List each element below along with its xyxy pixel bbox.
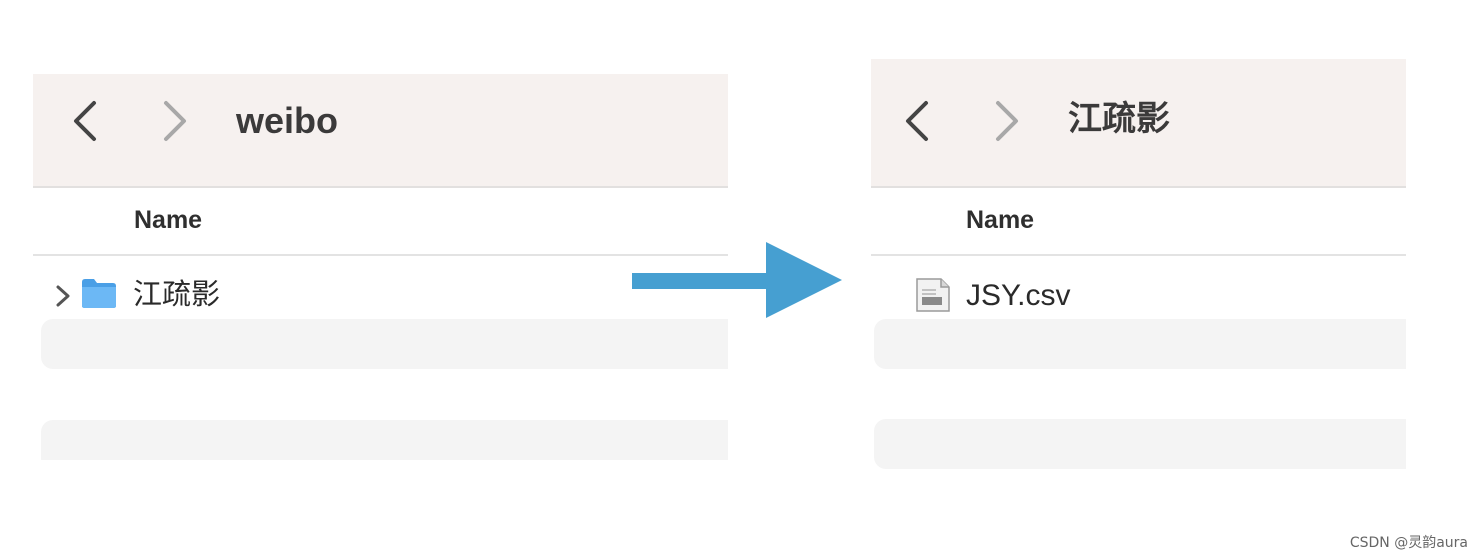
window-title: weibo bbox=[236, 100, 339, 141]
folder-name: 江疏影 bbox=[133, 277, 221, 311]
name-column-header[interactable]: Name bbox=[966, 206, 1035, 234]
list-stripe bbox=[41, 319, 728, 369]
window-toolbar: 江疏影 bbox=[871, 59, 1406, 188]
file-name: JSY.csv bbox=[966, 279, 1071, 312]
watermark: CSDN @灵韵aura bbox=[1349, 535, 1468, 551]
column-header-bar: Name bbox=[871, 188, 1406, 256]
column-header-bar: Name bbox=[33, 188, 728, 256]
chevron-right-icon bbox=[164, 101, 186, 141]
finder-window-jiangshuying: 江疏影 Name JSY.csv bbox=[871, 59, 1406, 470]
list-stripe bbox=[874, 419, 1406, 469]
disclosure-triangle-icon[interactable] bbox=[52, 283, 74, 309]
finder-window-weibo: weibo Name 江疏影 bbox=[33, 74, 728, 460]
chevron-left-icon bbox=[906, 101, 928, 141]
name-column-header[interactable]: Name bbox=[134, 206, 203, 234]
forward-button[interactable] bbox=[155, 91, 195, 151]
list-item[interactable]: 江疏影 bbox=[33, 268, 728, 324]
window-title: 江疏影 bbox=[1068, 99, 1170, 139]
chevron-right-icon bbox=[996, 101, 1018, 141]
chevron-left-icon bbox=[74, 101, 96, 141]
back-button[interactable] bbox=[897, 91, 937, 151]
csv-file-icon bbox=[916, 278, 950, 312]
forward-button[interactable] bbox=[987, 91, 1027, 151]
arrow-right-icon bbox=[632, 242, 842, 318]
list-item[interactable]: JSY.csv bbox=[871, 267, 1406, 323]
list-stripe bbox=[874, 319, 1406, 369]
window-toolbar: weibo bbox=[33, 74, 728, 188]
back-button[interactable] bbox=[65, 91, 105, 151]
list-stripe bbox=[41, 420, 728, 460]
folder-icon bbox=[82, 279, 116, 308]
